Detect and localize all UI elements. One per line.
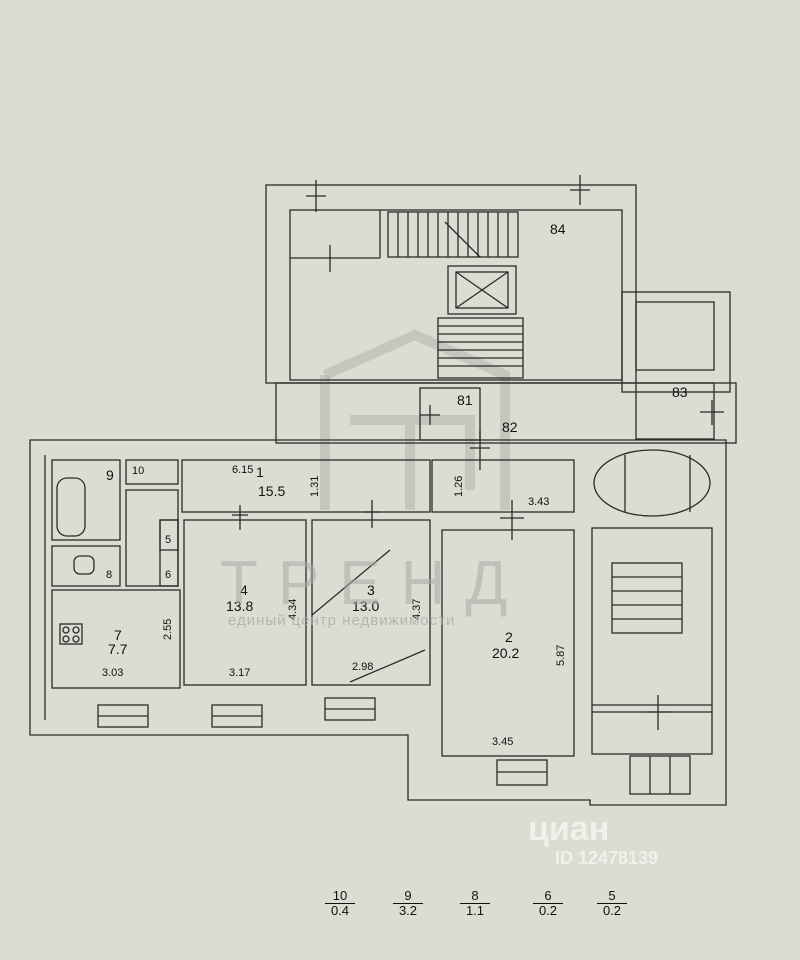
legend-area: 1.1 <box>465 902 485 918</box>
dim-587: 5.87 <box>555 644 567 666</box>
cian-logo: циан <box>528 810 610 848</box>
legend-area: 3.2 <box>398 902 418 918</box>
room-9-bath <box>51 459 121 541</box>
corridor-82 <box>275 382 737 444</box>
room-4 <box>183 519 307 686</box>
room-9-label: 9 <box>106 467 114 483</box>
room-1-26 <box>431 459 575 513</box>
apartment-outer <box>29 439 727 806</box>
legend-num: 10 <box>325 889 355 904</box>
stairs-lower <box>437 317 524 379</box>
stairs-upper <box>387 211 519 258</box>
room-4-area: 13.8 <box>226 598 254 614</box>
room-2-number: 2 <box>505 629 513 645</box>
legend-num: 6 <box>533 889 563 904</box>
room-4-number: 4 <box>240 582 248 598</box>
room-8-label: 8 <box>106 569 113 581</box>
room-6-label: 6 <box>165 569 172 581</box>
legend-item-10: 10 0.4 <box>325 889 355 917</box>
room-3 <box>311 519 431 686</box>
room-10-label: 10 <box>132 465 145 477</box>
room-8-wc <box>51 545 121 587</box>
cian-listing-id: ID 12478139 <box>555 848 659 868</box>
room-10 <box>125 459 179 485</box>
legend-area: 0.2 <box>602 902 622 918</box>
trend-logo <box>320 329 510 510</box>
legend-num: 9 <box>393 889 423 904</box>
dim-615: 6.15 <box>232 464 254 476</box>
legend-num: 5 <box>597 889 627 904</box>
room-7-number: 7 <box>114 627 122 643</box>
room-7-kitchen <box>51 589 181 689</box>
dim-345: 3.45 <box>492 736 514 748</box>
dim-343: 3.43 <box>528 496 550 508</box>
room-84-label: 84 <box>550 221 566 237</box>
room-5-label: 5 <box>165 534 172 546</box>
room-1-area: 15.5 <box>258 483 286 499</box>
dim-131: 1.31 <box>309 475 321 497</box>
legend-area: 0.4 <box>330 902 350 918</box>
room-2-area: 20.2 <box>492 645 520 661</box>
dim-298: 2.98 <box>352 661 374 673</box>
watermark-title: ТРЕНД <box>220 549 528 618</box>
legend-item-5: 5 0.2 <box>597 889 627 917</box>
legend-item-6: 6 0.2 <box>533 889 563 917</box>
watermark-subtitle: единый центр недвижимости <box>228 612 456 629</box>
dim-126: 1.26 <box>453 475 465 497</box>
dim-317: 3.17 <box>229 667 251 679</box>
dim-255: 2.55 <box>162 618 174 640</box>
elevator <box>447 265 517 315</box>
room-2 <box>441 529 575 757</box>
room-3-area: 13.0 <box>352 598 380 614</box>
dim-303: 3.03 <box>102 667 124 679</box>
room-1-number: 1 <box>256 464 264 480</box>
corridor-82-label: 82 <box>502 419 518 435</box>
room-7-area: 7.7 <box>108 641 128 657</box>
legend-item-9: 9 3.2 <box>393 889 423 917</box>
room-3-number: 3 <box>367 582 375 598</box>
room-83-label: 83 <box>672 384 688 400</box>
room-5 <box>159 519 179 551</box>
legend-item-8: 8 1.1 <box>460 889 490 917</box>
legend-num: 8 <box>460 889 490 904</box>
corridor-81-label: 81 <box>457 392 473 408</box>
room-1-hall <box>181 459 431 513</box>
legend-area: 0.2 <box>538 902 558 918</box>
